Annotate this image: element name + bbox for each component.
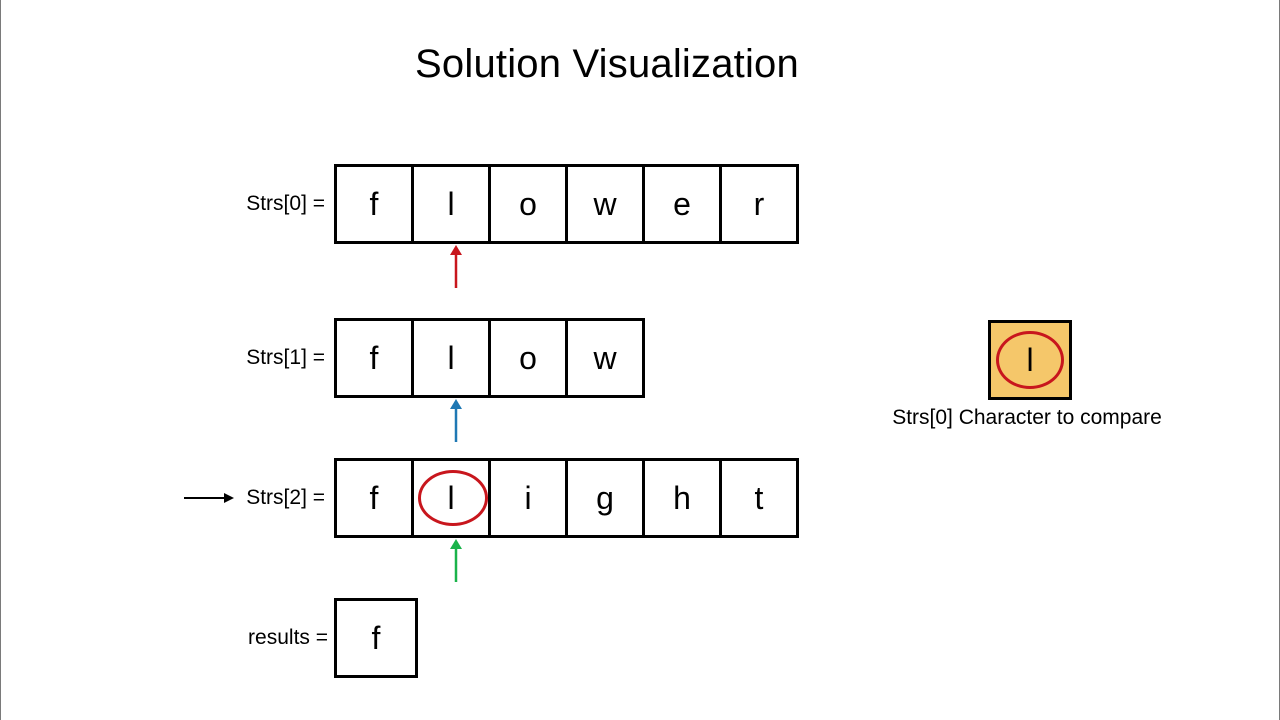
char-cell: r bbox=[719, 164, 799, 244]
arrow-up-icon bbox=[450, 539, 462, 549]
char-cell: l bbox=[411, 318, 491, 398]
row-label-results: results = bbox=[248, 626, 328, 649]
char-cell: f bbox=[334, 164, 414, 244]
arrow-right-icon bbox=[224, 493, 234, 503]
char-cell: h bbox=[642, 458, 722, 538]
slide-title: Solution Visualization bbox=[415, 42, 799, 86]
index-pointer-strs-2 bbox=[450, 539, 462, 582]
char-cell: g bbox=[565, 458, 645, 538]
char-cell-current: l bbox=[411, 458, 491, 538]
compare-char-box: l bbox=[988, 320, 1072, 400]
index-pointer-strs-1 bbox=[450, 399, 462, 442]
arrow-up-icon bbox=[450, 399, 462, 409]
highlight-ring bbox=[418, 470, 488, 526]
char-cell: l bbox=[411, 164, 491, 244]
char-cell: e bbox=[642, 164, 722, 244]
char-cell: t bbox=[719, 458, 799, 538]
row-label-strs-0: Strs[0] = bbox=[246, 192, 325, 215]
row-label-strs-2: Strs[2] = bbox=[246, 486, 325, 509]
char-cell: o bbox=[488, 318, 568, 398]
char-cell: o bbox=[488, 164, 568, 244]
highlight-ring bbox=[996, 331, 1064, 389]
char-array-strs-1: f l o w bbox=[334, 318, 645, 398]
current-row-pointer bbox=[184, 493, 234, 503]
frame-left-border bbox=[0, 0, 1, 720]
char-array-results: f bbox=[334, 598, 418, 678]
compare-caption: Strs[0] Character to compare bbox=[892, 406, 1162, 429]
row-strs-1: Strs[1] = f l o w bbox=[0, 318, 1280, 398]
char-cell: w bbox=[565, 318, 645, 398]
char-cell: f bbox=[334, 318, 414, 398]
char-cell: f bbox=[334, 598, 418, 678]
char-array-strs-2: f l i g h t bbox=[334, 458, 799, 538]
arrow-up-icon bbox=[450, 245, 462, 255]
row-results: results = f bbox=[0, 598, 1280, 678]
row-label-strs-1: Strs[1] = bbox=[246, 346, 325, 369]
char-cell: i bbox=[488, 458, 568, 538]
char-cell: w bbox=[565, 164, 645, 244]
row-strs-2: Strs[2] = f l i g h t bbox=[0, 458, 1280, 538]
index-pointer-strs-0 bbox=[450, 245, 462, 288]
char-cell: f bbox=[334, 458, 414, 538]
char-array-strs-0: f l o w e r bbox=[334, 164, 799, 244]
row-strs-0: Strs[0] = f l o w e r bbox=[0, 164, 1280, 244]
